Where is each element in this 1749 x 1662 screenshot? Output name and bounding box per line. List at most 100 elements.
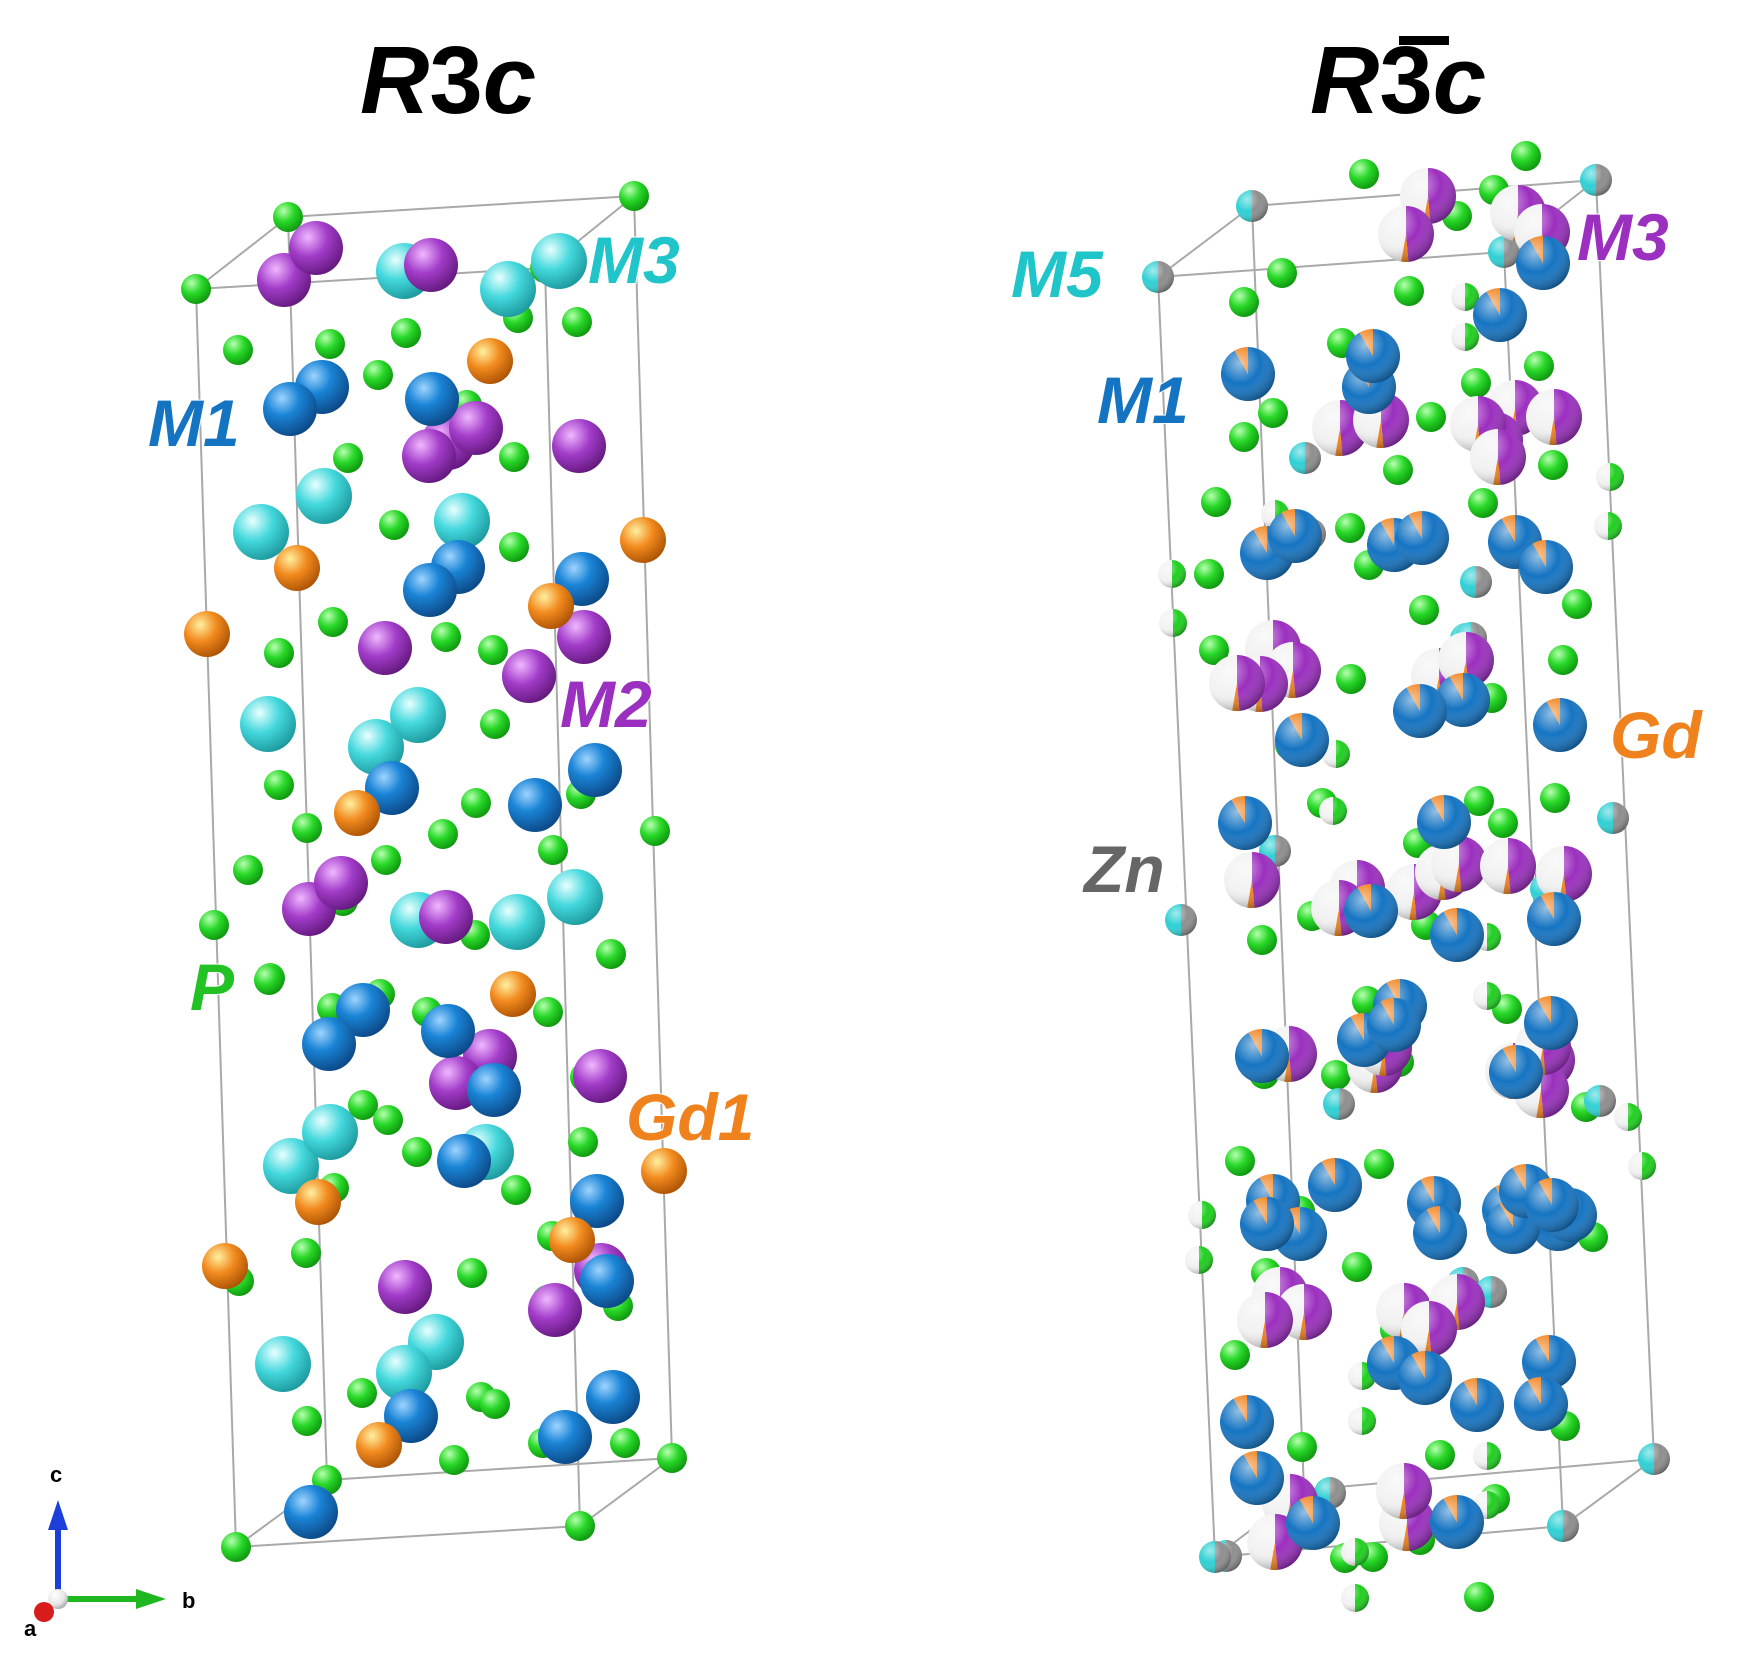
p-vacancy-atom [1322,740,1350,768]
p-atom [1464,1582,1494,1612]
m2-atom [378,1260,432,1314]
m1-mixed-atom [1398,1351,1452,1406]
p-atom [1394,276,1424,306]
gd-atom [295,1179,341,1225]
p-atom [478,635,508,665]
p-atom [1258,398,1288,428]
m3-mixed-atom [1237,1292,1293,1348]
m1-mixed-atom [1240,1197,1295,1251]
m1-mixed-atom [1532,698,1587,753]
zn-m5-atom [1488,236,1520,268]
zn-m5-atom [1584,1085,1616,1117]
p-atom [480,1389,510,1419]
gd-atom [274,545,320,591]
p-atom [1287,1432,1317,1462]
p-atom [1364,1149,1394,1179]
m3-mixed-atom [1223,852,1280,908]
p-vacancy-atom [1594,512,1622,540]
m1-atom [568,743,622,797]
zn-m5-atom [1323,1088,1355,1120]
m1-mixed-atom [1417,795,1472,850]
zn-m5-atom [1199,1541,1231,1573]
gd-atom [549,1217,595,1263]
p-vacancy-atom [1614,1103,1642,1131]
site-label-zn: Zn [1082,832,1165,906]
gd-atom [184,611,230,657]
m1-mixed-atom [1489,1045,1543,1099]
m1-mixed-atom [1218,796,1272,851]
p-atom [233,855,263,885]
zn-m5-atom [1597,802,1629,834]
p-vacancy-atom [1451,323,1479,351]
p-atom [223,335,253,365]
p-vacancy-atom [1159,609,1187,637]
axis-origin [48,1589,68,1609]
p-atom [1321,1060,1351,1090]
site-label-gd: Gd [1610,698,1703,772]
m1-atom [538,1410,592,1464]
p-atom [1229,287,1259,317]
m1-mixed-atom [1308,1158,1363,1213]
p-atom [1468,488,1498,518]
m1-mixed-atom [1275,713,1329,768]
zn-m5-atom [1165,904,1197,936]
m3-mixed-atom [1470,429,1527,485]
m1-atom [570,1174,624,1228]
p-atom [1267,258,1297,288]
m3-mixed-atom [1378,206,1435,262]
m1-mixed-atom [1413,1206,1467,1260]
gd-atom [356,1422,402,1468]
overbar [1399,36,1449,45]
p-atom [480,709,510,739]
m1-mixed-atom [1430,1495,1484,1549]
site-label-m5: M5 [1011,237,1104,311]
p-vacancy-atom [1348,1407,1376,1435]
p-atom [1425,1440,1455,1470]
m3-atom [263,1138,319,1194]
m1-mixed-atom [1285,1496,1340,1550]
m2-atom [419,890,473,944]
m1-mixed-atom [1429,908,1484,963]
p-atom [347,1378,377,1408]
m1-atom [580,1254,634,1308]
b-axis-head [136,1589,166,1609]
m2-atom [528,1283,582,1337]
p-atom [1342,1252,1372,1282]
p-atom [1464,786,1494,816]
p-atom [373,1105,403,1135]
m1-atom [467,1063,521,1117]
m1-mixed-atom [1524,996,1579,1050]
m1-mixed-atom [1436,673,1490,727]
p-atom [596,939,626,969]
a-axis-arrow [34,1602,54,1622]
m1-atom [586,1370,640,1424]
p-atom [333,443,363,473]
p-atom [1225,1146,1255,1176]
zn-m5-atom [1580,164,1612,196]
m1-mixed-atom [1525,1178,1579,1232]
p-atom [1194,559,1224,589]
m1-mixed-atom [1235,1029,1290,1084]
m3-mixed-atom [1526,389,1583,446]
p-vacancy-atom [1341,1584,1369,1612]
p-atom [292,813,322,843]
p-atom [1201,487,1231,517]
m2-atom [289,221,343,275]
p-atom [538,835,568,865]
p-atom [264,638,294,668]
p-atom [1461,368,1491,398]
p-atom [1538,450,1568,480]
m1-mixed-atom [1344,884,1398,938]
atoms-layer [181,141,1670,1612]
m1-mixed-atom [1516,236,1570,290]
m1-mixed-atom [1450,1378,1504,1433]
m1-atom [263,382,317,436]
m1-atom [336,983,390,1037]
p-vacancy-atom [1341,1538,1369,1566]
m1-mixed-atom [1499,1164,1553,1219]
p-vacancy-atom [1628,1152,1656,1180]
p-atom [640,816,670,846]
p-atom [221,1532,251,1562]
site-label-m1: M1 [148,386,240,460]
